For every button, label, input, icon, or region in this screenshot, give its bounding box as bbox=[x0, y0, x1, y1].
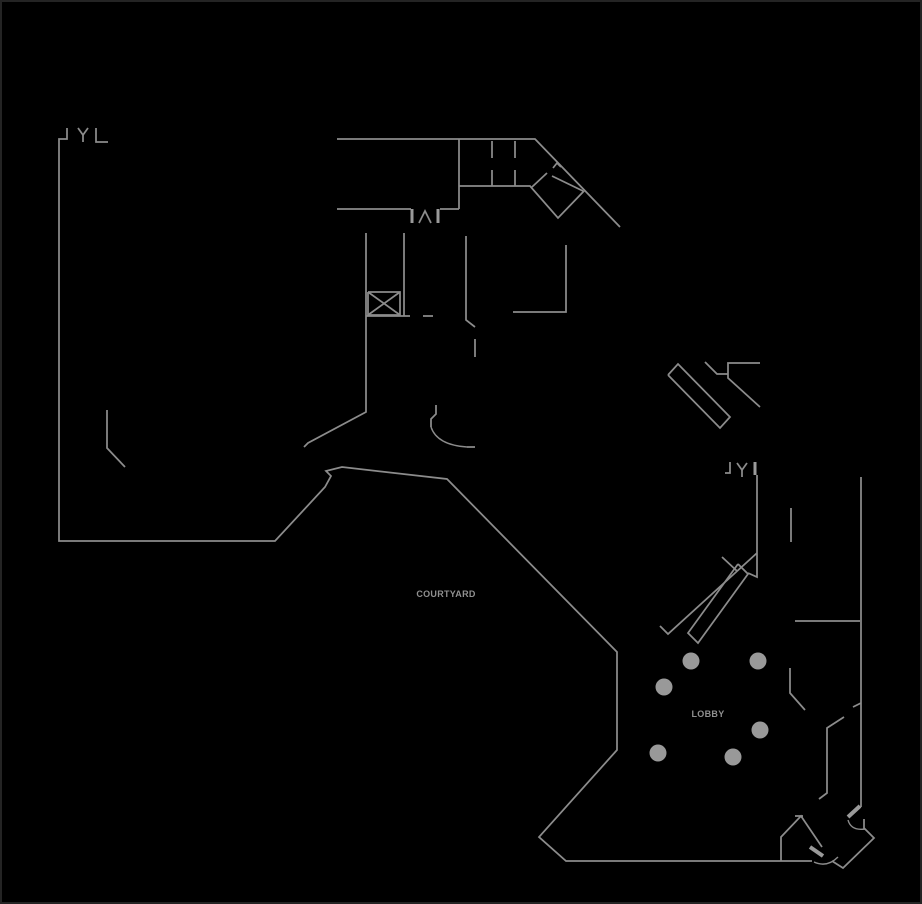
center-door-jamb bbox=[430, 405, 437, 427]
lobby-column bbox=[749, 652, 767, 670]
diagonal-wall-door-mark bbox=[552, 161, 562, 169]
lobby-column bbox=[751, 721, 769, 739]
east-boundary-tick bbox=[852, 702, 862, 708]
north-corridor-bottom-wall bbox=[459, 185, 585, 220]
vestibule-west-outline bbox=[780, 814, 823, 861]
door-a-swing-glyph bbox=[418, 209, 432, 224]
entry-door-leaf-b bbox=[846, 804, 862, 819]
lobby-label: LOBBY bbox=[692, 709, 725, 719]
lower-stair-outline bbox=[686, 563, 750, 645]
lobby-column bbox=[724, 748, 742, 766]
east-corridor-wall bbox=[747, 475, 758, 579]
diamond-room-nw-side bbox=[531, 172, 548, 188]
vestibule-east-outline bbox=[831, 819, 876, 870]
lobby-column bbox=[682, 652, 700, 670]
entry-door-swing-arc-b bbox=[847, 819, 866, 830]
lobby-column bbox=[649, 744, 667, 762]
door-topleft-jamb bbox=[95, 128, 108, 143]
upper-corner-wall-b bbox=[727, 362, 761, 408]
lower-stair-tick bbox=[721, 556, 738, 572]
center-door-swing-arc bbox=[430, 426, 468, 448]
interior-west-wall bbox=[106, 410, 126, 468]
upper-stair-outline bbox=[667, 362, 732, 430]
store-room-walls bbox=[513, 245, 567, 313]
lobby-east-wall-2 bbox=[818, 716, 845, 800]
lobby-east-wall bbox=[789, 668, 806, 711]
elevator-shaft-x-2 bbox=[367, 291, 401, 316]
entry-door-swing-arc-a bbox=[813, 856, 839, 865]
entry-door-leaf-a bbox=[808, 845, 825, 858]
outer-west-south-boundary-wall bbox=[58, 128, 812, 862]
elevator-west-wall bbox=[303, 233, 367, 448]
diamond-room-ne-side bbox=[551, 175, 584, 192]
lobby-column bbox=[655, 678, 673, 696]
courtyard-label: COURTYARD bbox=[416, 589, 476, 599]
upper-corner-wall-a bbox=[704, 361, 728, 375]
door-topright-jamb-left bbox=[725, 462, 731, 474]
core-east-wall bbox=[465, 236, 476, 328]
north-corridor-top-wall bbox=[337, 138, 621, 228]
